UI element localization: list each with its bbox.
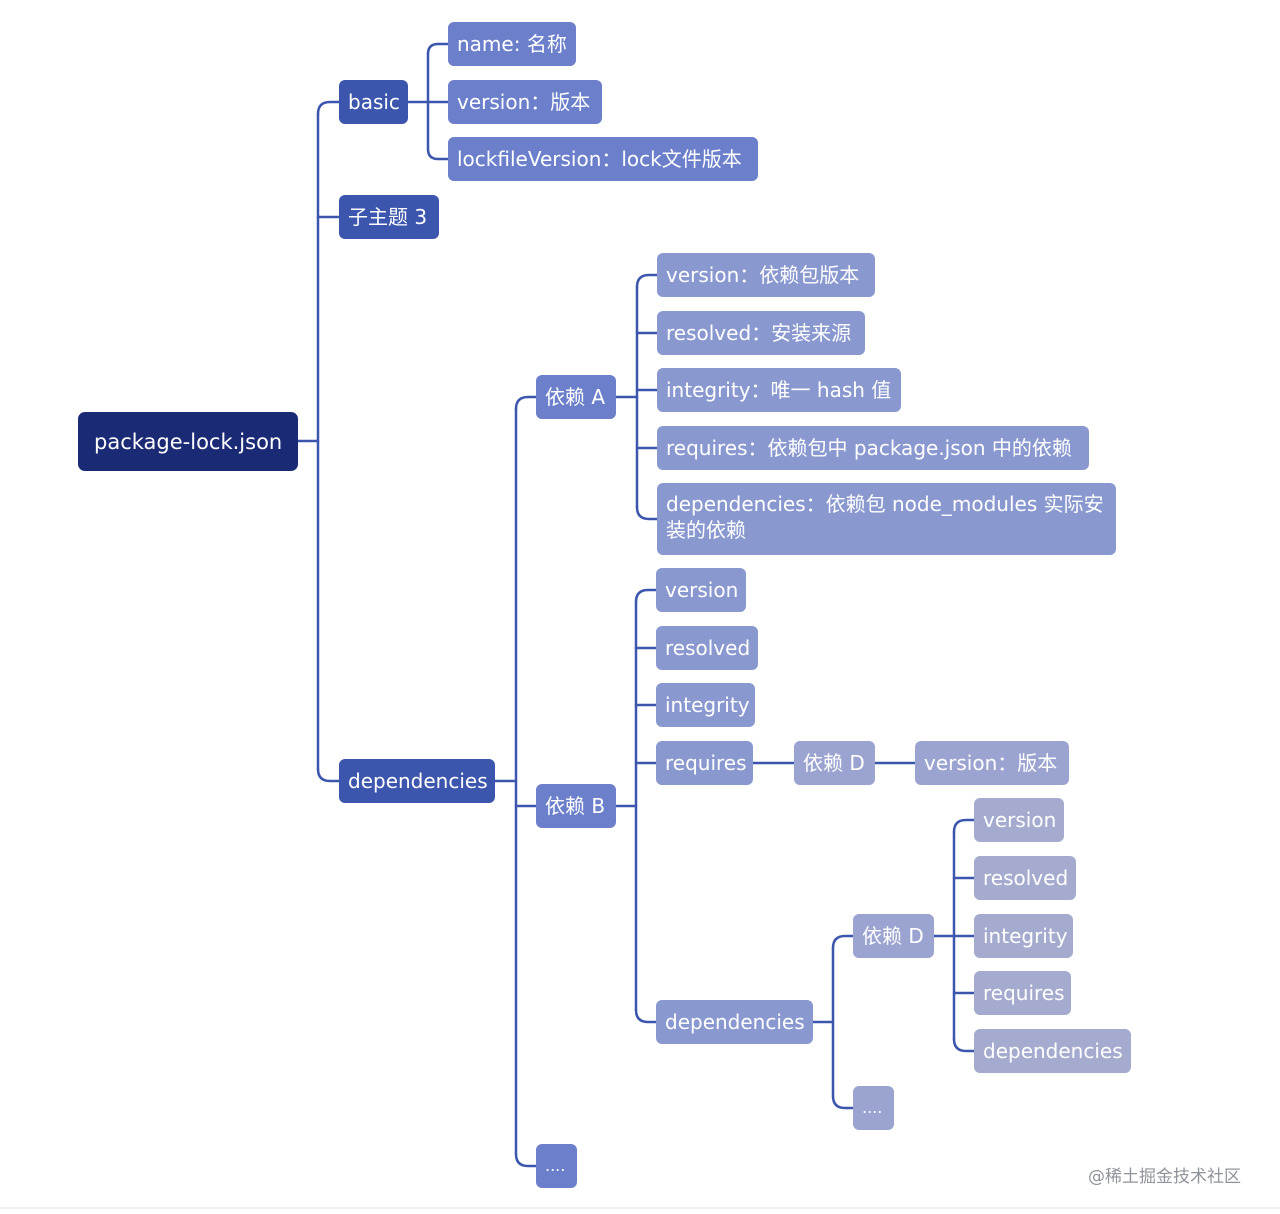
dep-b-deps-edge-link-1 bbox=[831, 1094, 855, 1110]
dep-b-resolved-node[interactable]: resolved bbox=[656, 626, 758, 670]
deps-edge-link-2 bbox=[514, 1152, 538, 1168]
nested-dep-d-edge-link-4 bbox=[952, 1037, 976, 1053]
basic-version-node[interactable]: version：版本 bbox=[448, 80, 602, 124]
deps-edge-link-0 bbox=[514, 395, 538, 411]
basic-name-node[interactable]: name: 名称 bbox=[448, 22, 576, 66]
dep-b-edge-link-0 bbox=[634, 588, 658, 604]
dependencies-more-node[interactable]: .... bbox=[536, 1144, 577, 1188]
dep-a-edge-link-4 bbox=[635, 505, 659, 521]
basic-edge-link-2 bbox=[426, 147, 450, 161]
root-node[interactable]: package-lock.json bbox=[78, 412, 298, 471]
dep-b-edge-link-4 bbox=[634, 1008, 658, 1024]
dep-a-dependencies-node[interactable]: dependencies：依赖包 node_modules 实际安装的依赖 bbox=[657, 483, 1116, 555]
nested-dep-d-version-node[interactable]: version bbox=[974, 798, 1064, 842]
dep-a-edge-link-0 bbox=[635, 273, 659, 289]
dependency-b-node[interactable]: 依赖 B bbox=[536, 784, 616, 828]
root-edge-link-2 bbox=[316, 767, 341, 783]
basic-lockfileversion-node[interactable]: lockfileVersion：lock文件版本 bbox=[448, 137, 758, 181]
dep-a-version-node[interactable]: version：依赖包版本 bbox=[657, 253, 875, 297]
nested-dep-d-dependencies-node[interactable]: dependencies bbox=[974, 1029, 1131, 1073]
dep-a-requires-node[interactable]: requires：依赖包中 package.json 中的依赖 bbox=[657, 426, 1089, 470]
basic-node[interactable]: basic bbox=[339, 80, 408, 124]
dep-b-integrity-node[interactable]: integrity bbox=[656, 683, 755, 727]
basic-edge-link-0 bbox=[426, 42, 450, 56]
dep-d-version-node[interactable]: version：版本 bbox=[915, 741, 1069, 785]
dep-a-integrity-node[interactable]: integrity：唯一 hash 值 bbox=[657, 368, 901, 412]
dep-b-dependencies-node[interactable]: dependencies bbox=[656, 1000, 813, 1044]
dep-b-version-node[interactable]: version bbox=[656, 568, 746, 612]
dep-b-dependencies-more-node[interactable]: .... bbox=[853, 1086, 894, 1130]
subtopic-3-node[interactable]: 子主题 3 bbox=[339, 195, 439, 239]
nested-dep-d-edge-link-0 bbox=[952, 818, 976, 834]
dep-b-deps-edge-link-0 bbox=[831, 934, 855, 950]
watermark: @稀土掘金技术社区 bbox=[1088, 1167, 1241, 1187]
dep-b-requires-node[interactable]: requires bbox=[656, 741, 753, 785]
nested-dep-d-requires-node[interactable]: requires bbox=[974, 971, 1071, 1015]
dep-a-resolved-node[interactable]: resolved：安装来源 bbox=[657, 311, 865, 355]
dep-b-nested-dep-d-node[interactable]: 依赖 D bbox=[853, 914, 934, 958]
bottom-divider bbox=[0, 1207, 1280, 1209]
nested-dep-d-resolved-node[interactable]: resolved bbox=[974, 856, 1076, 900]
dep-b-requires-dep-d-node[interactable]: 依赖 D bbox=[794, 741, 875, 785]
dependencies-node[interactable]: dependencies bbox=[339, 759, 495, 803]
dependency-a-node[interactable]: 依赖 A bbox=[536, 375, 616, 419]
nested-dep-d-integrity-node[interactable]: integrity bbox=[974, 914, 1073, 958]
root-edge-link-0 bbox=[316, 100, 341, 116]
